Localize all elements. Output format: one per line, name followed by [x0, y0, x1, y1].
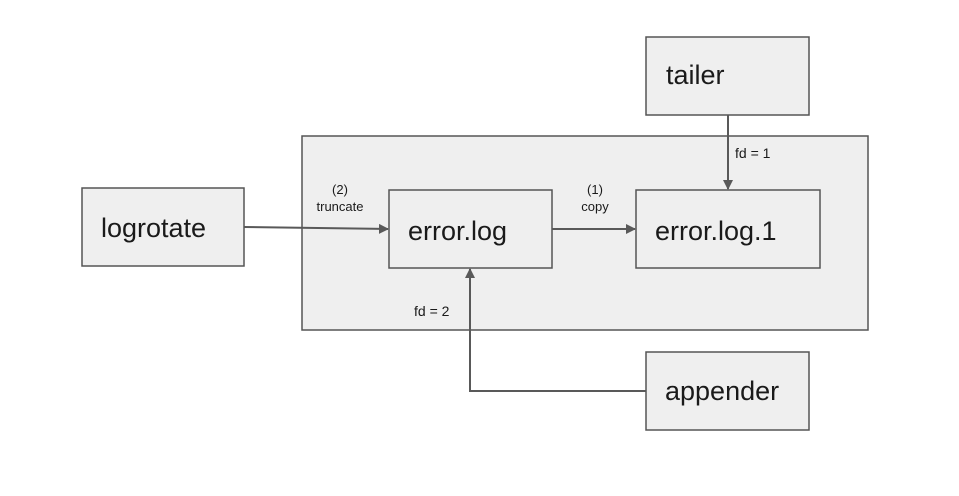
error-log-box	[388, 189, 553, 269]
copy-label: copy	[581, 199, 609, 214]
error-log-label: error.log	[408, 216, 507, 246]
appender-to-error-log-arrow	[465, 268, 646, 392]
logrotate-box	[81, 187, 245, 267]
tailer-label: tailer	[666, 60, 725, 90]
logrotate-node: logrotate	[81, 187, 245, 267]
appender-node: appender	[645, 351, 810, 431]
truncate-label: truncate	[317, 199, 364, 214]
appender-fd-label: fd = 2	[414, 303, 450, 319]
truncate-step-label: (2)	[332, 182, 348, 197]
logrotate-label: logrotate	[101, 213, 206, 243]
copy-step-label: (1)	[587, 182, 603, 197]
error-log-1-label: error.log.1	[655, 216, 777, 246]
appender-label: appender	[665, 376, 779, 406]
tailer-box	[645, 36, 810, 116]
error-log-node: error.log	[388, 189, 553, 269]
tailer-fd-label: fd = 1	[735, 145, 771, 161]
tailer-node: tailer	[645, 36, 810, 116]
error-log-1-node: error.log.1	[635, 189, 821, 269]
logrotate-to-error-log-arrow	[243, 223, 389, 234]
appender-box	[645, 351, 810, 431]
error-log-1-box	[635, 189, 821, 269]
